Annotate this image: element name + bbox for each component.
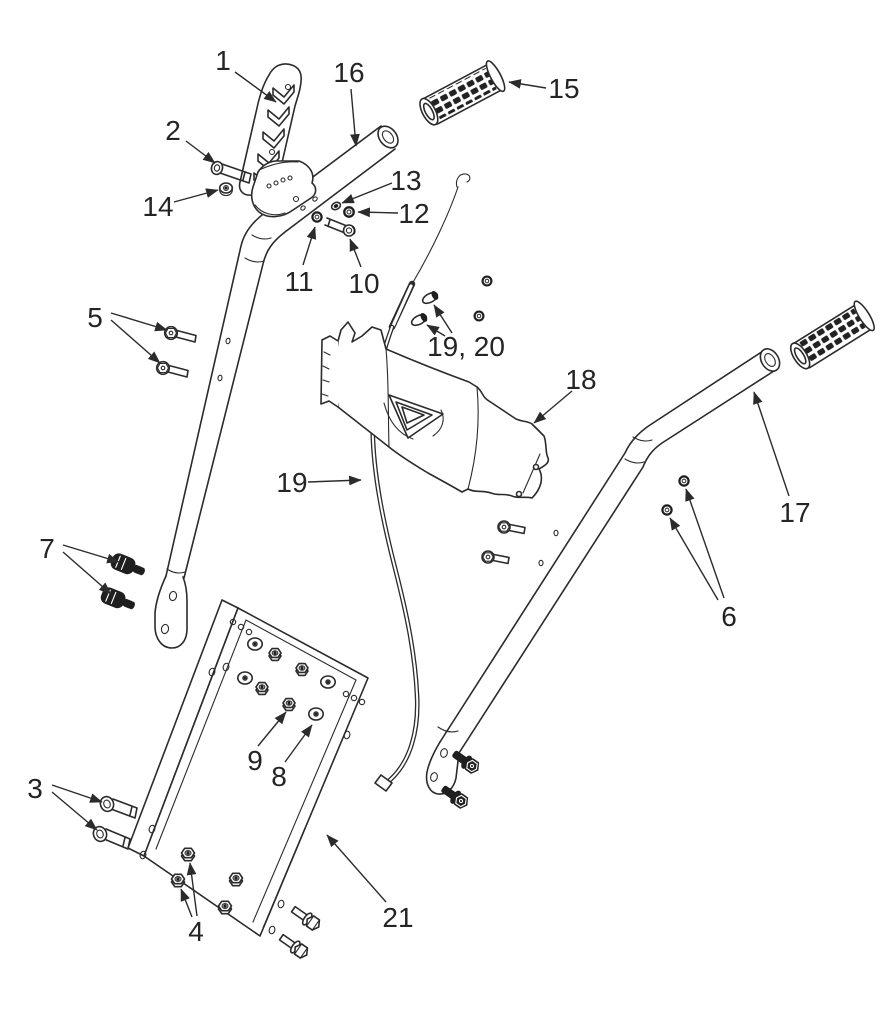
leader-arrow <box>62 551 112 595</box>
callout-17: 17 <box>753 391 811 528</box>
callout-label-7: 7 <box>39 533 55 564</box>
leader-arrow <box>186 862 198 917</box>
callout-19-20: 19, 20 <box>426 304 505 362</box>
part-hex-bolts-mid <box>481 520 526 565</box>
callout-8: 8 <box>271 724 313 792</box>
callout-label-18: 18 <box>565 364 596 395</box>
leader-arrow <box>173 188 219 203</box>
part-upper-handle-right <box>425 348 781 795</box>
leader-arrow <box>284 724 313 763</box>
callout-1: 1 <box>215 45 277 103</box>
part-flat-washer-13 <box>330 201 342 211</box>
leader-arrow <box>302 226 317 266</box>
callout-11: 11 <box>284 226 317 297</box>
leader-arrow <box>51 784 103 803</box>
callout-label-5: 5 <box>87 302 103 333</box>
part-hand-grip-right <box>789 300 875 370</box>
callout-15: 15 <box>508 73 580 104</box>
leader-arrow <box>51 791 98 831</box>
part-handle-mounting-panel <box>127 599 369 937</box>
callout-13: 13 <box>341 165 422 204</box>
callout-label-19-20: 19, 20 <box>427 331 505 362</box>
callout-label-8: 8 <box>271 761 287 792</box>
leader-arrow <box>508 79 547 89</box>
callout-2: 2 <box>165 115 216 164</box>
callout-label-17: 17 <box>779 497 810 528</box>
callout-label-15: 15 <box>548 73 579 104</box>
leader-arrow <box>349 238 362 268</box>
part-hex-bolt-2 <box>210 160 252 184</box>
callout-14: 14 <box>142 188 219 222</box>
callout-label-11: 11 <box>284 266 313 297</box>
callout-label-10: 10 <box>348 268 379 299</box>
callout-label-12: 12 <box>398 198 429 229</box>
callout-18: 18 <box>533 364 597 424</box>
leader-arrow <box>350 88 360 147</box>
callout-label-19: 19 <box>276 467 307 498</box>
callout-3: 3 <box>27 773 103 831</box>
part-hex-nuts-4 <box>170 847 244 915</box>
part-panel-nuts <box>255 647 309 712</box>
part-control-lever <box>238 63 317 218</box>
leader-arrow <box>753 391 790 497</box>
callout-label-6: 6 <box>721 601 737 632</box>
leader-arrow <box>180 888 193 918</box>
part-hex-flange-bolts-5 <box>155 325 197 378</box>
leader-arrow <box>326 834 387 903</box>
part-panel-washers <box>237 637 336 721</box>
leader-arrow <box>357 207 399 218</box>
callout-12: 12 <box>357 198 430 229</box>
callout-label-2: 2 <box>165 115 181 146</box>
part-knob-bolts-7 <box>100 553 145 610</box>
callout-19: 19 <box>276 467 362 498</box>
leader-arrow <box>533 390 573 424</box>
part-hex-bolts-dark <box>441 750 480 809</box>
part-carriage-bolt-10 <box>324 217 356 237</box>
leader-arrow <box>307 475 362 486</box>
leader-arrow <box>185 140 216 164</box>
part-cable-guard-cover <box>320 321 550 499</box>
callout-label-21: 21 <box>382 902 413 933</box>
part-flange-nut-11 <box>311 211 323 223</box>
callout-label-9: 9 <box>247 745 263 776</box>
leader-arrow <box>669 517 719 601</box>
callout-10: 10 <box>348 238 380 299</box>
part-flange-nut-12 <box>343 206 355 218</box>
part-flange-nut-14 <box>218 182 234 197</box>
callout-label-1: 1 <box>215 45 231 76</box>
leader-arrow <box>433 304 453 334</box>
leader-arrow <box>426 324 446 337</box>
callout-16: 16 <box>333 57 365 147</box>
leader-arrow <box>685 488 725 599</box>
callout-label-3: 3 <box>27 773 43 804</box>
callout-6: 6 <box>669 488 737 632</box>
part-shoulder-bolts-3 <box>92 795 138 850</box>
part-flange-nuts-upper <box>473 275 493 322</box>
leader-arrow <box>62 544 120 564</box>
part-hex-bolts-bottom <box>278 905 321 959</box>
callout-5: 5 <box>87 302 168 364</box>
callout-label-14: 14 <box>142 191 173 222</box>
leader-arrow <box>341 182 393 204</box>
leader-arrow <box>257 711 287 747</box>
callout-9: 9 <box>247 711 287 776</box>
leader-arrow <box>110 319 161 364</box>
callout-4: 4 <box>180 862 204 947</box>
callout-7: 7 <box>39 533 120 595</box>
part-flange-lock-nuts-6 <box>661 475 690 516</box>
callout-label-4: 4 <box>188 916 204 947</box>
callout-label-16: 16 <box>333 57 364 88</box>
callout-21: 21 <box>326 834 414 933</box>
callout-label-13: 13 <box>390 165 421 196</box>
leader-arrow <box>234 71 277 103</box>
part-hand-grip-15 <box>419 60 506 126</box>
part-cable-ties <box>410 290 439 327</box>
leader-arrow <box>110 312 168 332</box>
